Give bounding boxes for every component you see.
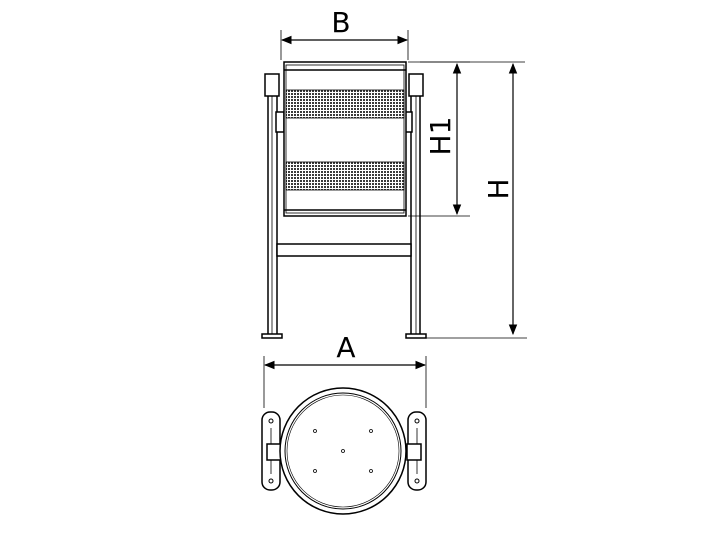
left-mount-plate	[261, 411, 290, 491]
front-view	[261, 61, 427, 339]
mesh-band-lower	[285, 161, 405, 191]
cross-bar	[276, 243, 412, 257]
label-a: A	[336, 331, 355, 364]
dimension-h	[420, 61, 527, 339]
label-b: B	[331, 6, 350, 39]
drain-holes	[313, 429, 373, 473]
left-pivot-bracket	[275, 111, 285, 133]
label-h1: H1	[424, 117, 457, 156]
right-mount-plate	[398, 411, 427, 491]
mesh-band-upper	[285, 89, 405, 119]
bin-body	[283, 61, 407, 217]
dimension-a	[263, 356, 427, 408]
dimension-b	[280, 30, 409, 60]
top-view	[261, 387, 427, 515]
left-post	[261, 73, 283, 339]
label-h: H	[482, 178, 515, 199]
bin-rim-top-view	[279, 387, 407, 515]
